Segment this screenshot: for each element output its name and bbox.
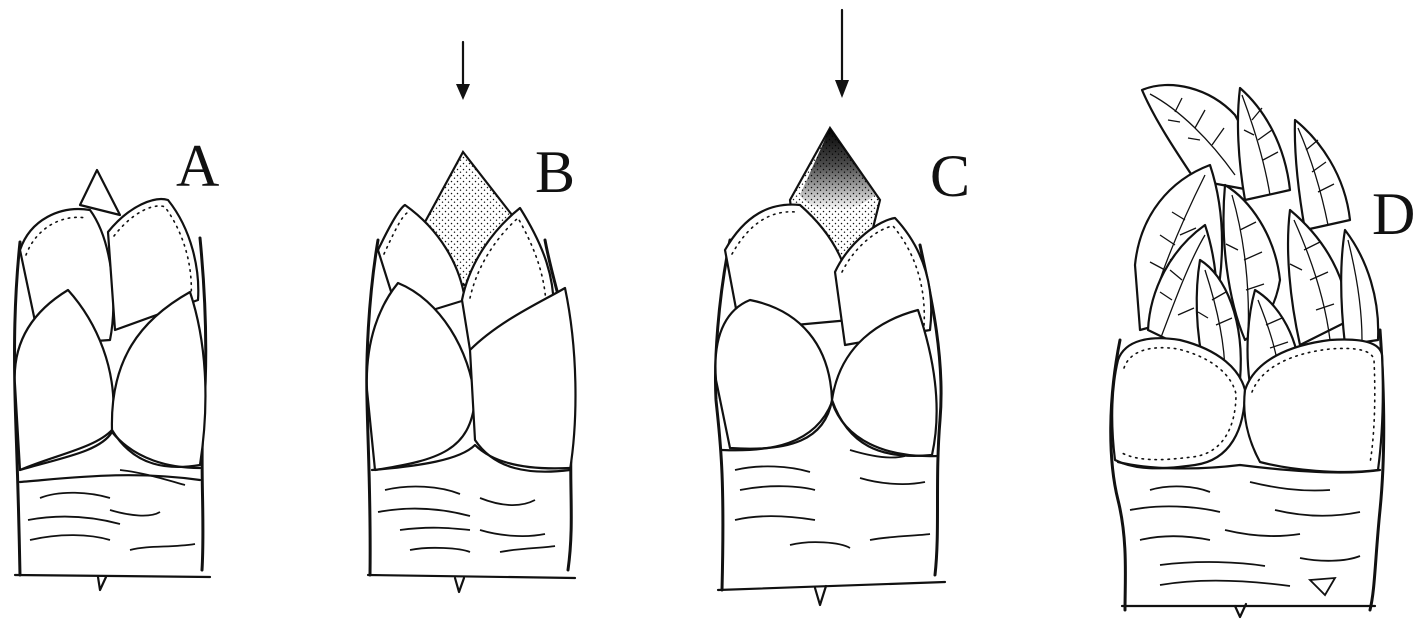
panel-c: C — [715, 10, 970, 605]
pointer-arrow-b — [456, 42, 470, 100]
panel-d: D — [1111, 85, 1416, 617]
panel-d-label: D — [1372, 181, 1415, 247]
panel-b-label: B — [535, 139, 575, 205]
pointer-arrow-c — [835, 10, 849, 98]
panel-a: A — [15, 133, 220, 590]
panel-c-label: C — [930, 143, 970, 209]
panel-a-label: A — [176, 133, 219, 199]
panel-b: B — [367, 42, 576, 592]
